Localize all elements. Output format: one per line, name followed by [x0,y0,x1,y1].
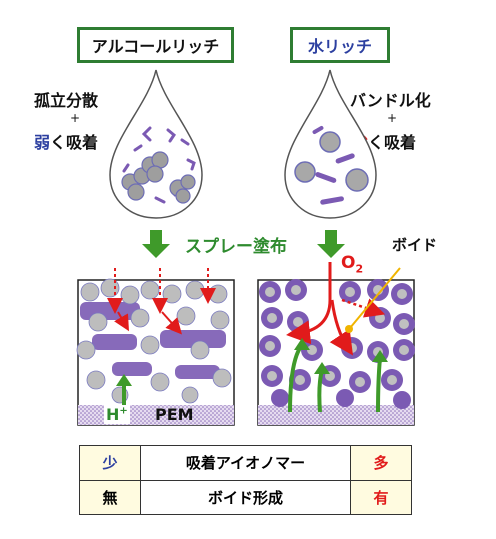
table-cell-right: 有 [350,479,412,515]
pem-label: PEM [155,405,194,424]
o2-label: O2 [341,253,363,275]
bundle-text: バンドル化 [350,91,431,110]
right-clusters [294,126,369,205]
left-ionomer-chains [122,126,196,204]
alcohol-rich-label: アルコールリッチ [77,27,234,63]
o2-sub: 2 [355,262,364,276]
plus-right: + [387,111,398,125]
void-label: ボイド [392,236,438,254]
weak-adsorption-text: 弱く吸着 [34,129,98,153]
table-cell-left: 少 [79,445,141,481]
table-cell-middle: ボイド形成 [140,479,351,515]
proton-label: H+ [104,405,130,424]
plus-left: + [70,111,81,125]
left-clusters [121,151,196,204]
table-row: 無 ボイド形成 有 [79,479,412,515]
comparison-table: 少 吸着アイオノマー 多 無 ボイド形成 有 [79,445,412,515]
table-cell-left: 無 [79,479,141,515]
strong-rest: く吸着 [368,133,417,152]
table-row: 少 吸着アイオノマー 多 [79,445,412,481]
water-rich-label: 水リッチ [290,27,390,63]
spray-coating-text: スプレー塗布 [185,237,287,257]
weak-rest: く吸着 [50,133,99,152]
green-spray-arrows [142,230,345,258]
proton-sup: + [119,405,128,417]
weak-char: 弱 [34,133,51,152]
isolated-dispersion-text: 孤立分散 [34,91,99,110]
o2-main: O [341,253,356,273]
left-catalyst-layer-panel [76,268,235,426]
right-catalyst-layer-panel [257,262,415,426]
table-cell-middle: 吸着アイオノマー [140,445,351,481]
proton-main: H [106,405,120,424]
table-cell-right: 多 [350,445,412,481]
